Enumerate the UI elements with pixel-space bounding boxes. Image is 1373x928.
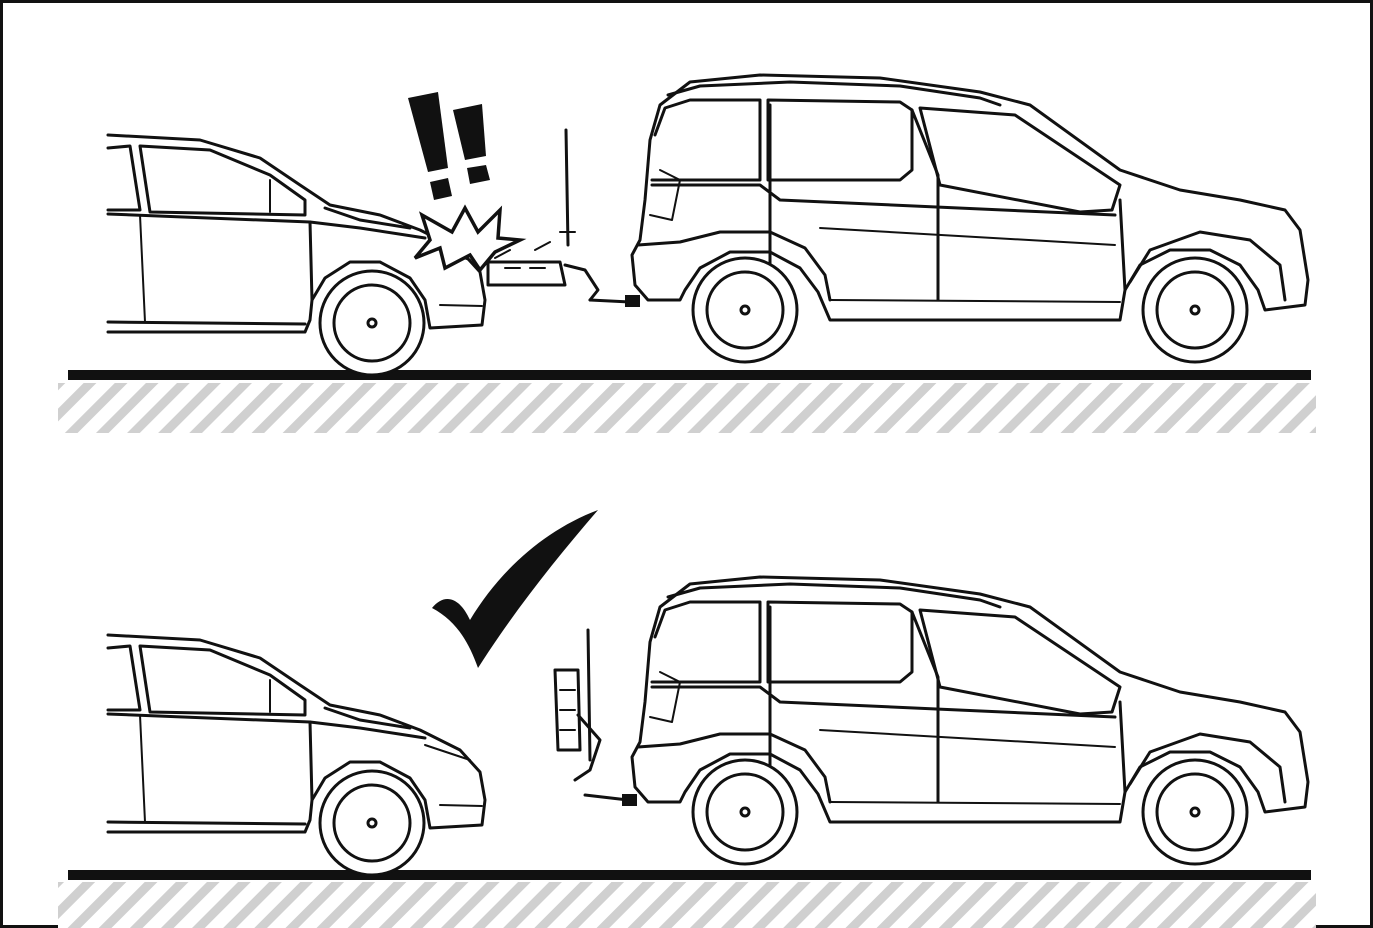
ground-hatch: [58, 383, 1316, 433]
suv-car: [632, 577, 1308, 864]
scene-correct: [58, 510, 1316, 928]
ground-line: [68, 870, 1311, 880]
suv-car: [632, 75, 1308, 362]
checkmark-icon: [432, 510, 598, 668]
ground-hatch: [58, 882, 1316, 928]
wheel: [693, 258, 797, 362]
bike-carrier-unfolded: [488, 130, 640, 307]
scene-incorrect: [58, 75, 1316, 433]
warning-exclamation-icon: [408, 92, 490, 200]
bike-carrier-folded: [555, 630, 637, 806]
wheel: [320, 271, 424, 375]
ground-line: [68, 370, 1311, 380]
wheel: [1143, 258, 1247, 362]
sedan-car: [108, 635, 485, 875]
